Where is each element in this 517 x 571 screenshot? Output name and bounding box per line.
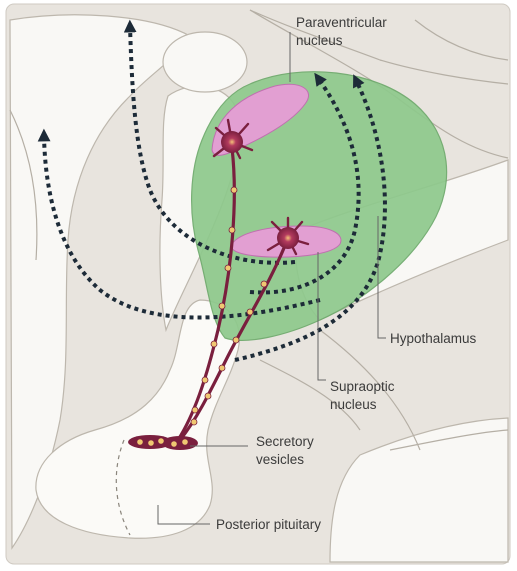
label-secretory-line1: Secretory: [256, 434, 314, 449]
son-soma: [277, 227, 299, 249]
label-paraventricular-line2: nucleus: [296, 33, 343, 48]
label-posterior-pituitary: Posterior pituitary: [216, 517, 321, 532]
label-secretory-line2: vesicles: [256, 452, 304, 467]
pvn-soma: [221, 131, 243, 153]
label-supraoptic-line2: nucleus: [330, 397, 377, 412]
terminal-right: [162, 436, 198, 450]
label-hypothalamus: Hypothalamus: [390, 331, 477, 346]
round-tissue-top: [163, 32, 247, 92]
label-supraoptic-line1: Supraoptic: [330, 379, 395, 394]
label-paraventricular-line1: Paraventricular: [296, 15, 387, 30]
